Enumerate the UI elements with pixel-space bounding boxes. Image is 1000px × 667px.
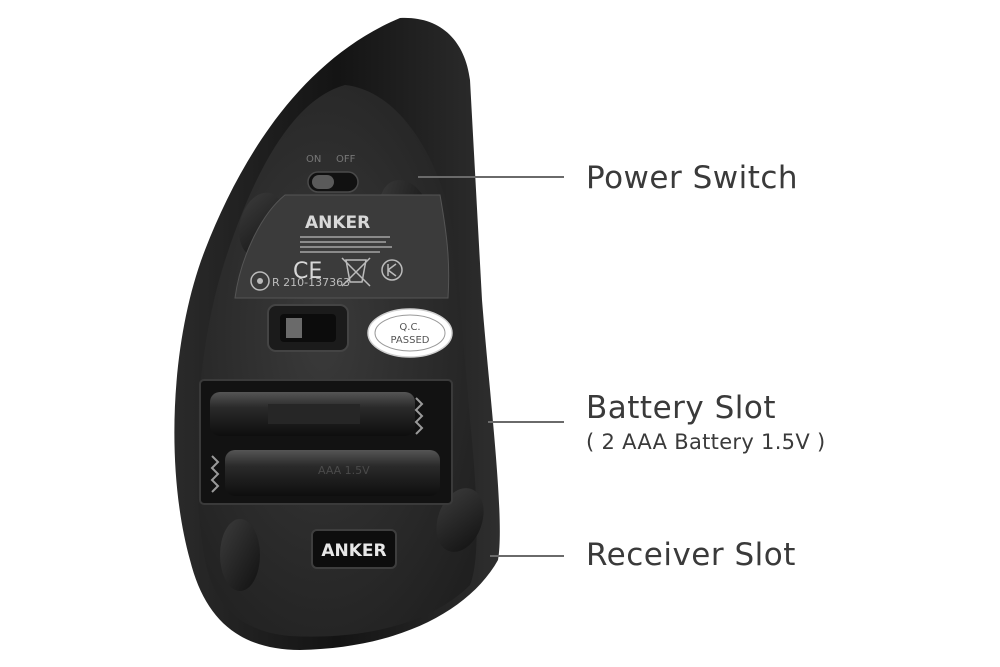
ce-mark: CE bbox=[293, 259, 322, 284]
power-switch-title: Power Switch bbox=[586, 160, 799, 196]
battery-spring-top bbox=[414, 397, 424, 435]
battery-slot-callout: Battery Slot ( 2 AAA Battery 1.5V ) bbox=[586, 390, 825, 454]
cert-code: R 210-137363 bbox=[272, 276, 350, 289]
battery-top-label bbox=[268, 404, 360, 424]
battery-slot[interactable] bbox=[199, 379, 453, 505]
fcc-cert-icon bbox=[250, 271, 270, 291]
optical-sensor bbox=[267, 304, 349, 352]
label-brand: ANKER bbox=[305, 213, 370, 233]
battery-slot-leader-line bbox=[488, 421, 564, 423]
receiver-brand: ANKER bbox=[321, 541, 386, 561]
label-fine-print-lines bbox=[300, 236, 392, 253]
power-switch-callout: Power Switch bbox=[586, 160, 798, 196]
receiver-slot-callout: Receiver Slot bbox=[586, 537, 796, 573]
switch-label-on: ON bbox=[306, 154, 321, 165]
receiver-slot-title: Receiver Slot bbox=[586, 537, 796, 573]
kc-mark-icon bbox=[381, 259, 403, 281]
receiver-slot[interactable] bbox=[311, 529, 397, 569]
switch-label-off: OFF bbox=[336, 154, 356, 165]
power-switch[interactable] bbox=[307, 171, 359, 193]
qc-sticker-ring bbox=[374, 314, 446, 352]
qc-line2: PASSED bbox=[391, 335, 430, 346]
battery-slot-subtitle: ( 2 AAA Battery 1.5V ) bbox=[586, 430, 826, 454]
battery-bottom bbox=[225, 450, 440, 496]
glide-pad-bottom-left bbox=[220, 519, 260, 591]
qc-line1: Q.C. bbox=[399, 322, 420, 333]
battery-slot-title: Battery Slot bbox=[586, 390, 777, 426]
battery-print: AAA 1.5V bbox=[318, 464, 370, 477]
battery-spring-bottom bbox=[210, 455, 220, 493]
qc-passed-sticker bbox=[367, 308, 453, 358]
power-switch-leader-line bbox=[418, 176, 564, 178]
weee-bin-icon bbox=[341, 257, 371, 287]
receiver-slot-leader-line bbox=[490, 555, 564, 557]
